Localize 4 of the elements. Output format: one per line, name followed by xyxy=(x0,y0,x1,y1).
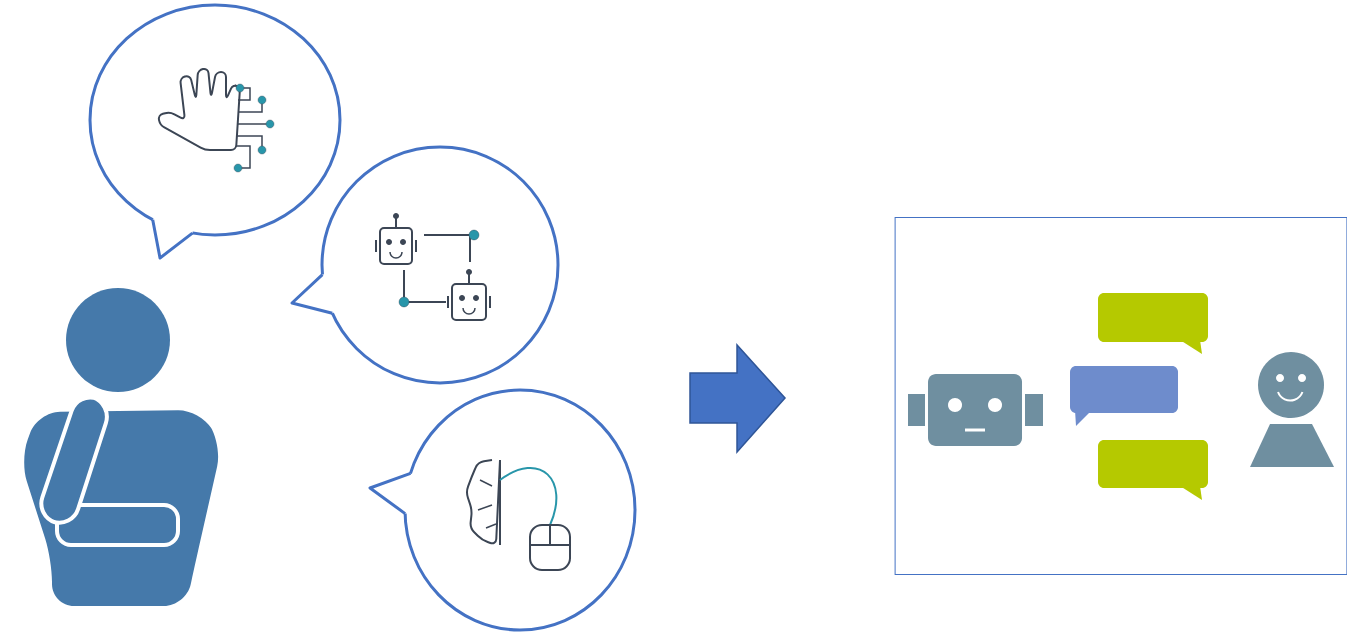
speech-bubble xyxy=(290,145,560,385)
speech-bubble xyxy=(88,3,342,260)
person-figure xyxy=(24,288,219,606)
speech-bubble xyxy=(368,388,637,632)
